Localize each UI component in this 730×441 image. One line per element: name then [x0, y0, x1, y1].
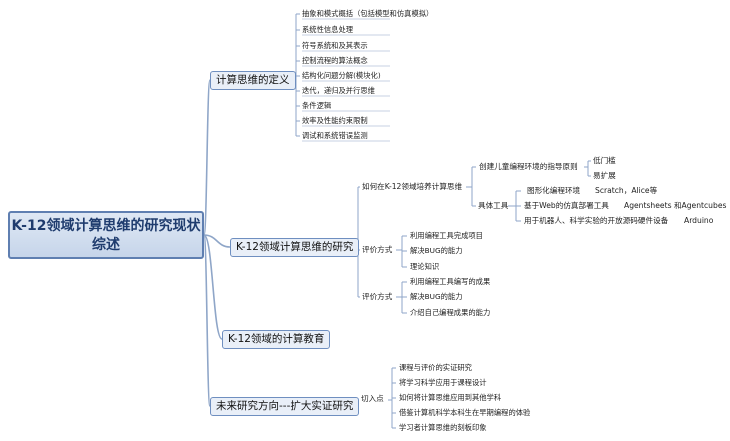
- connector-root-future: [203, 234, 211, 407]
- definition-item[interactable]: 条件逻辑: [302, 101, 332, 110]
- how-principles[interactable]: 创建儿童编程环境的指导原则: [479, 162, 578, 171]
- branch-research[interactable]: K-12领域计算思维的研究: [230, 238, 360, 257]
- entry-item[interactable]: 如何将计算思维应用到其他学科: [399, 393, 502, 402]
- root-title-line1: K-12领域计算思维的研究现状: [11, 218, 201, 234]
- root-topic[interactable]: K-12领域计算思维的研究现状 综述: [8, 211, 204, 259]
- branch-definition[interactable]: 计算思维的定义: [210, 71, 296, 90]
- definition-item[interactable]: 迭代，递归及并行思维: [302, 86, 375, 95]
- principle-item[interactable]: 易扩展: [593, 171, 616, 180]
- branch-education[interactable]: K-12领域的计算教育: [222, 330, 331, 349]
- definition-item[interactable]: 控制流程的算法概念: [302, 56, 368, 65]
- entry-item[interactable]: 将学习科学应用于课程设计: [399, 378, 487, 387]
- eval2-item[interactable]: 解决BUG的能力: [410, 292, 463, 301]
- definition-item[interactable]: 效率及性能约束限制: [302, 116, 368, 125]
- definition-item[interactable]: 符号系统和及其表示: [302, 41, 368, 50]
- how-tools[interactable]: 具体工具: [478, 201, 509, 210]
- eval2-item[interactable]: 利用编程工具编写的成果: [410, 277, 491, 286]
- future-entry[interactable]: 切入点: [361, 394, 384, 403]
- entry-item[interactable]: 课程与评价的实证研究: [399, 363, 472, 372]
- principle-item[interactable]: 低门槛: [593, 156, 616, 165]
- tool-category[interactable]: 图形化编程环境: [527, 186, 581, 195]
- entry-item[interactable]: 借鉴计算机科学本科生在早期编程的体验: [399, 408, 531, 417]
- eval1-item[interactable]: 解决BUG的能力: [410, 246, 463, 255]
- connector-root-definition: [203, 79, 211, 236]
- definition-item[interactable]: 系统性信息处理: [302, 25, 354, 34]
- eval1-item[interactable]: 理论知识: [410, 262, 440, 271]
- tool-example[interactable]: Arduino: [684, 216, 714, 225]
- tool-category[interactable]: 用于机器人、科学实验的开放源码硬件设备: [524, 216, 669, 225]
- eval1-item[interactable]: 利用编程工具完成项目: [410, 231, 483, 240]
- definition-item[interactable]: 抽象和模式概括（包括模型和仿真模拟）: [302, 9, 434, 18]
- branch-future[interactable]: 未来研究方向---扩大实证研究: [210, 397, 360, 416]
- definition-item[interactable]: 结构化问题分解(模块化): [302, 71, 381, 80]
- root-title-line2: 综述: [92, 237, 120, 253]
- connector-root-education: [203, 234, 223, 340]
- entry-item[interactable]: 学习者计算思维的刻板印象: [399, 423, 487, 432]
- tool-example[interactable]: Scratch，Alice等: [595, 186, 658, 195]
- research-eval-1[interactable]: 评价方式: [362, 245, 393, 254]
- eval2-item[interactable]: 介绍自己编程成果的能力: [410, 308, 491, 317]
- research-eval-2[interactable]: 评价方式: [362, 292, 393, 301]
- definition-item[interactable]: 调试和系统错误监测: [302, 131, 368, 140]
- connector-root-research: [203, 234, 231, 248]
- tool-example[interactable]: Agentsheets 和Agentcubes: [624, 201, 727, 210]
- research-how[interactable]: 如何在K-12领域培养计算思维: [362, 182, 463, 191]
- tool-category[interactable]: 基于Web的仿真部署工具: [524, 201, 609, 210]
